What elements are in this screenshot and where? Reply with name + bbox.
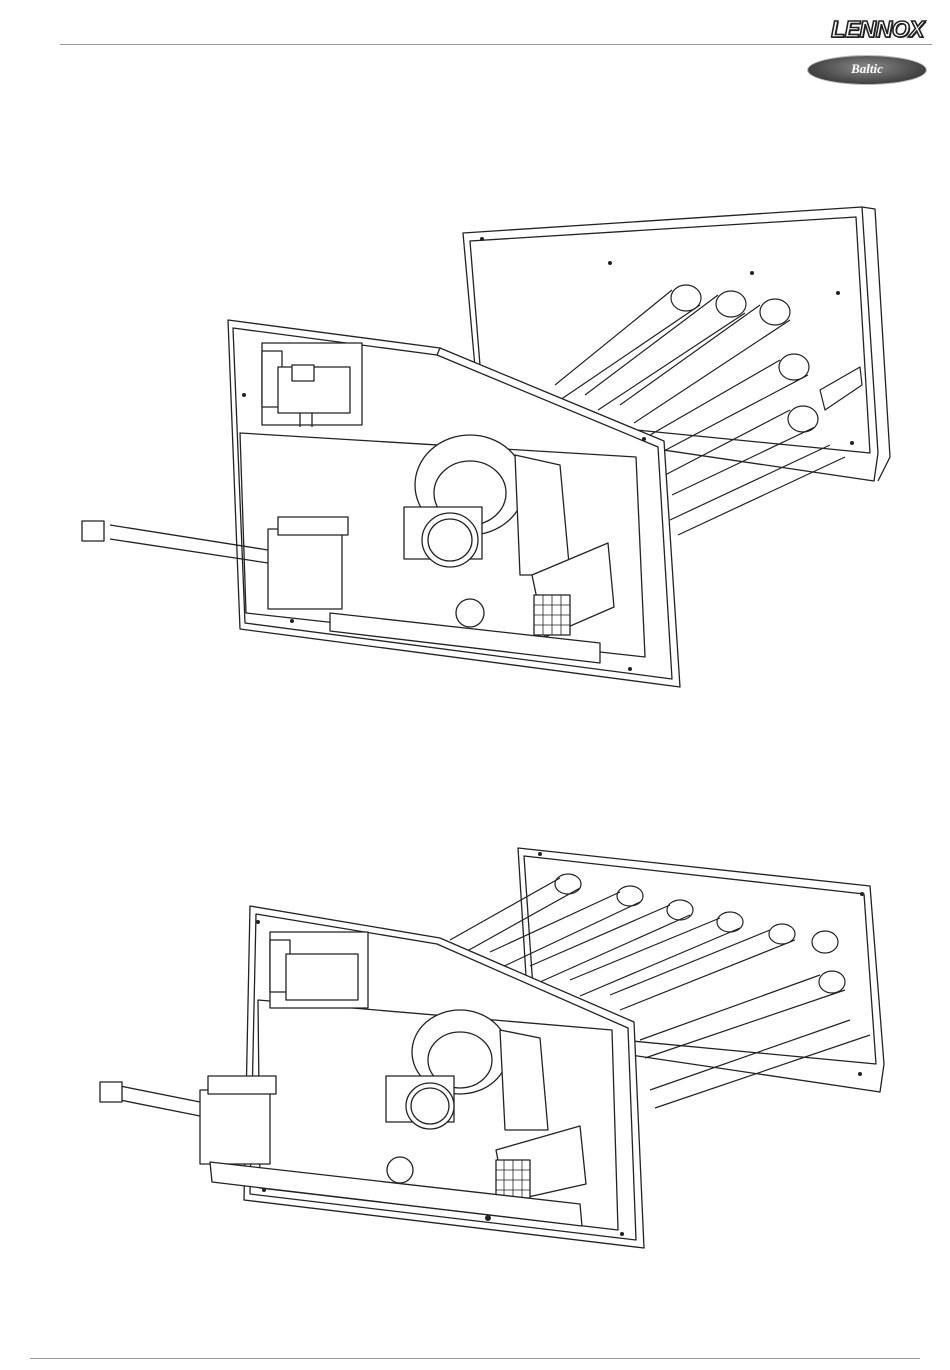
gas-burner-module-illustration: [0, 830, 950, 1250]
gas-burner-module-illustration: [0, 195, 950, 705]
footer-rule: [30, 1358, 920, 1359]
baltic-logo-text: Baltic: [808, 61, 926, 77]
baltic-logo: Baltic: [808, 56, 926, 84]
burner-illustration-top: [0, 195, 950, 705]
burner-illustration-bottom: [0, 830, 950, 1250]
lennox-logo: LENNOX: [831, 16, 924, 43]
header-rule: [60, 44, 932, 45]
